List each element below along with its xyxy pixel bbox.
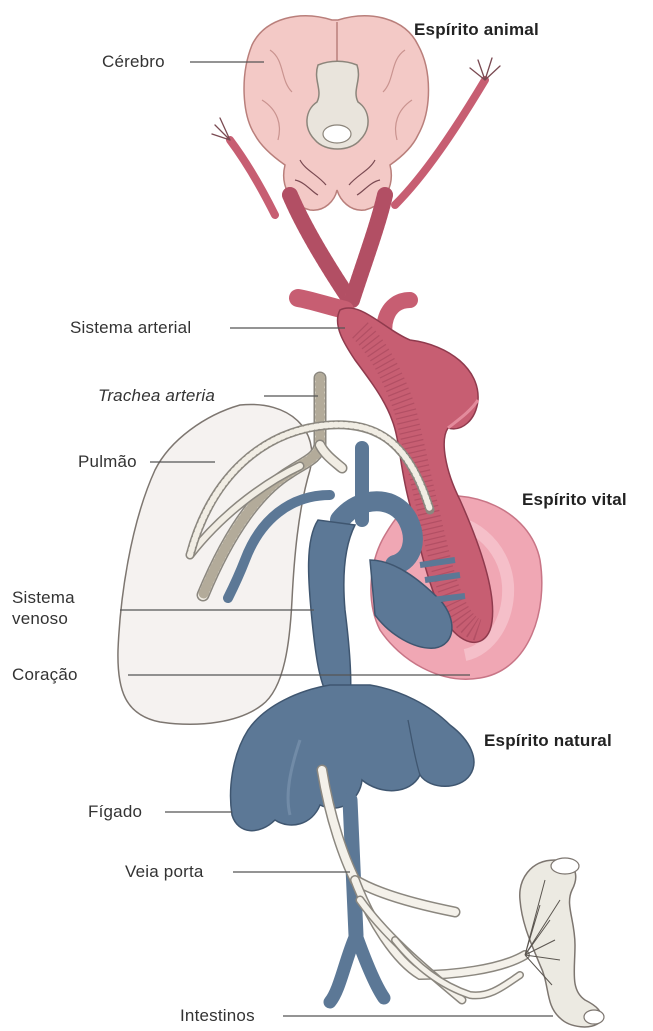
label-espirito-animal: Espírito animal bbox=[414, 20, 539, 40]
label-cerebro: Cérebro bbox=[102, 52, 165, 72]
label-intestinos: Intestinos bbox=[180, 1006, 255, 1026]
label-sistema-venoso-line2: venoso bbox=[12, 609, 68, 629]
label-sistema-venoso-line1: Sistema bbox=[12, 588, 75, 608]
label-figado: Fígado bbox=[88, 802, 142, 822]
intestine bbox=[520, 858, 604, 1027]
label-sistema-arterial: Sistema arterial bbox=[70, 318, 191, 338]
label-trachea-arteria: Trachea arteria bbox=[98, 386, 215, 406]
label-pulmao: Pulmão bbox=[78, 452, 137, 472]
label-coracao: Coração bbox=[12, 665, 78, 685]
label-veia-porta: Veia porta bbox=[125, 862, 204, 882]
label-espirito-vital: Espírito vital bbox=[522, 490, 627, 510]
brain bbox=[244, 16, 428, 210]
label-espirito-natural: Espírito natural bbox=[484, 731, 612, 751]
